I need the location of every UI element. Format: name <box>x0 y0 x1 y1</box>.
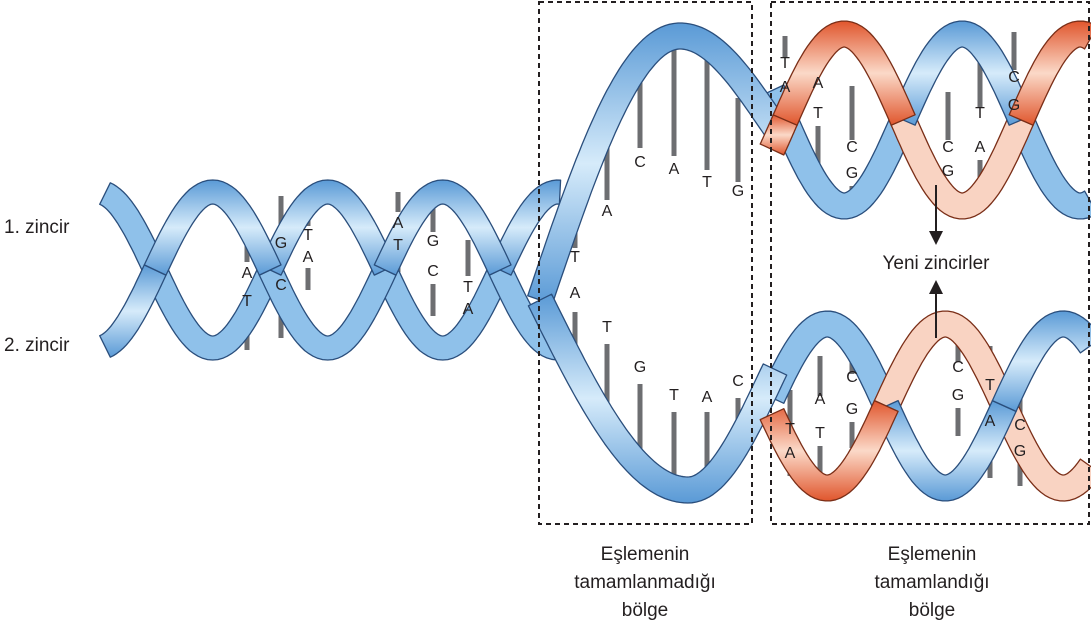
left-letter-G2: G <box>427 233 439 250</box>
fork-top-letter-2: A <box>602 203 613 220</box>
upper-letter-bottom-4: G <box>942 163 954 180</box>
upper-letter-top-6: C <box>1008 69 1020 86</box>
left-letter-A2: A <box>303 249 314 266</box>
lower-old-strand-seg-2 <box>991 310 1091 413</box>
left-letter-A4: A <box>463 301 474 318</box>
fork-bottom-letter-3: G <box>634 359 646 376</box>
upper-old-strand-seg-3 <box>1008 114 1091 220</box>
left-letter-A1: A <box>242 265 253 282</box>
upper-letter-bottom-2: T <box>813 105 823 122</box>
upper-letter-bottom-5: A <box>975 139 986 156</box>
left-letter-C1: C <box>275 277 287 294</box>
left-letter-T3: T <box>393 237 403 254</box>
upper-letter-top-1: T <box>780 55 790 72</box>
fork-top-letter-1: T <box>570 249 580 266</box>
backbone-front-layer <box>99 20 1091 504</box>
unreplicated-caption-line3: bölge <box>622 600 669 621</box>
lower-letter-bottom-4: G <box>952 387 964 404</box>
left-strand-b-seg-3 <box>373 179 512 276</box>
left-strand-b-seg-0 <box>99 264 167 358</box>
left-strand-b-seg-1 <box>143 179 282 276</box>
lower-letter-top-1: T <box>785 421 795 438</box>
replicated-caption-line3: bölge <box>909 600 956 621</box>
left-letter-A3: A <box>393 215 404 232</box>
lower-letter-bottom-5: A <box>985 413 996 430</box>
fork-bottom-letter-6: C <box>732 373 744 390</box>
left-letter-T1: T <box>242 293 252 310</box>
fork-top-letter-4: A <box>669 161 680 178</box>
fork-top-letter-5: T <box>702 174 712 191</box>
left-letter-G1: G <box>275 235 287 252</box>
unreplicated-caption-line1: Eşlemenin <box>601 544 690 565</box>
upper-new-strand-seg-2 <box>890 114 1034 220</box>
replicated-caption-line1: Eşlemenin <box>888 544 977 565</box>
unreplicated-region-box <box>538 1 753 525</box>
upper-new-strand-seg-3 <box>1008 20 1091 126</box>
fork-bottom-letter-5: A <box>702 389 713 406</box>
upper-letter-top-2: A <box>813 75 824 92</box>
new-strands-label: Yeni zincirler <box>882 253 990 274</box>
left-letter-T2: T <box>303 227 313 244</box>
unreplicated-caption-line2: tamamlanmadığı <box>574 572 716 593</box>
strand1-label: 1. zincir <box>4 217 70 238</box>
left-letter-T4: T <box>463 279 473 296</box>
left-letter-C2: C <box>427 263 439 280</box>
backbone-back-layer <box>99 84 1091 502</box>
left-strand-a-seg-4 <box>488 179 562 276</box>
lower-letter-top-5: T <box>985 377 995 394</box>
fork-bottom-strand <box>527 293 788 504</box>
upper-letter-bottom-6: G <box>1008 97 1020 114</box>
lower-new-strand-seg-0 <box>759 399 899 502</box>
upper-letter-top-5: T <box>975 105 985 122</box>
lower-letter-top-3: C <box>846 369 858 386</box>
replicated-region-box <box>770 1 1090 525</box>
upper-letter-bottom-3: G <box>846 165 858 182</box>
replicated-caption-line2: tamamlandığı <box>874 572 989 593</box>
strand2-label: 2. zincir <box>4 335 70 356</box>
lower-letter-bottom-2: T <box>815 425 825 442</box>
lower-letter-bottom-3: G <box>846 401 858 418</box>
upper-letter-top-4: C <box>942 139 954 156</box>
lower-letter-bottom-6: G <box>1014 443 1026 460</box>
fork-top-strand <box>527 22 787 305</box>
lower-letter-top-4: C <box>952 359 964 376</box>
lower-letter-bottom-1: A <box>785 445 796 462</box>
fork-top-letter-6: G <box>732 183 744 200</box>
fork-bottom-letter-1: A <box>570 285 581 302</box>
upper-new-strand-seg-1 <box>772 20 916 126</box>
upper-letter-bottom-1: A <box>780 79 791 96</box>
fork-bottom-letter-4: T <box>669 387 679 404</box>
lower-letter-top-6: C <box>1014 417 1026 434</box>
lower-new-strand-seg-2 <box>991 399 1091 502</box>
upper-letter-top-3: C <box>846 139 858 156</box>
fork-top-letter-3: C <box>634 154 646 171</box>
fork-bottom-letter-2: T <box>602 319 612 336</box>
lower-letter-top-2: A <box>815 391 826 408</box>
